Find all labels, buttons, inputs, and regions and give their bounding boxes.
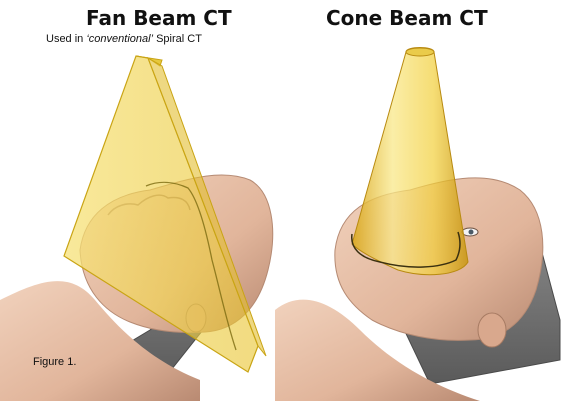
- patient-ear-right: [478, 313, 506, 347]
- figure-caption: Figure 1.: [33, 356, 76, 368]
- fan-beam-title: Fan Beam CT: [86, 6, 232, 30]
- subtitle-suffix: Spiral CT: [153, 33, 202, 45]
- subtitle-prefix: Used in: [46, 33, 86, 45]
- subtitle-emphasis: ‘conventional’: [86, 33, 153, 45]
- cone-beam: [352, 48, 468, 275]
- fan-beam-panel: [0, 56, 273, 401]
- cone-beam-title: Cone Beam CT: [326, 6, 488, 30]
- patient-iris: [469, 230, 474, 235]
- cone-beam-apex: [406, 48, 434, 56]
- fan-beam-subtitle: Used in ‘conventional’ Spiral CT: [46, 33, 202, 45]
- cone-beam-panel: [275, 48, 560, 401]
